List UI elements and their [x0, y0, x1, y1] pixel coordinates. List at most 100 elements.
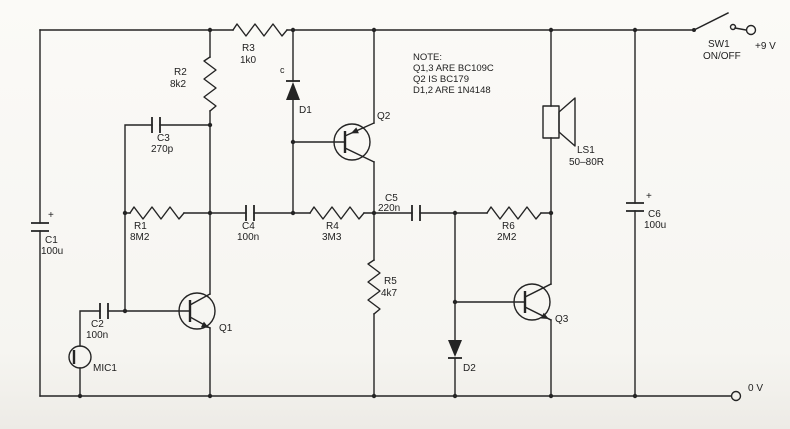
microphone-mic1: MIC1	[68, 345, 117, 374]
power-rails	[39, 29, 732, 397]
junction-dot	[207, 210, 213, 216]
transistor-q2-emitter-arrow	[350, 127, 359, 134]
junction-dot	[290, 139, 296, 145]
switch-output-wire	[734, 27, 747, 31]
note-heading: NOTE:	[413, 52, 442, 63]
resistor-r1: R1 8M2	[129, 206, 185, 243]
zero-volt-label: 0 V	[748, 383, 763, 394]
junction-dot	[290, 27, 296, 33]
r5-ref-label: R5	[384, 276, 397, 287]
sw1-mode-label: ON/OFF	[703, 51, 741, 62]
junction-dot	[632, 27, 638, 33]
r5-value-label: 4k7	[381, 288, 398, 299]
capacitor-c5-plates	[411, 205, 421, 221]
signal-wires	[79, 27, 747, 397]
switch-sw1-contact	[729, 23, 737, 31]
r1-value-label: 8M2	[130, 232, 150, 243]
r6-value-label: 2M2	[497, 232, 517, 243]
capacitor-c4: C4 100n	[237, 205, 259, 243]
c4-ref-label: C4	[242, 221, 255, 232]
junction-dots	[77, 27, 638, 399]
r1-ref-label: R1	[134, 221, 147, 232]
junction-dot	[452, 299, 458, 305]
capacitor-c2: C2 100n	[86, 303, 109, 341]
d1-ref-label: D1	[299, 105, 312, 116]
c6-polarity-label: +	[646, 191, 652, 202]
r6-ref-label: R6	[502, 221, 515, 232]
transistor-q1-emitter-arrow	[200, 321, 209, 328]
terminal-ground: 0 V	[730, 383, 763, 402]
c2-value-label: 100n	[86, 330, 108, 341]
mic-to-c2-wire	[79, 310, 191, 397]
q3-ref-label: Q3	[555, 314, 569, 325]
junction-dot	[452, 393, 458, 399]
speaker-ls1-driver	[542, 105, 560, 139]
d1-cathode-mark-label: c	[280, 65, 285, 75]
capacitor-c3-plates	[151, 117, 161, 133]
c5-ref-label: C5	[385, 193, 398, 204]
resistor-r5-symbol	[367, 259, 381, 315]
c6-ref-label: C6	[648, 209, 661, 220]
c2-ref-label: C2	[91, 319, 104, 330]
resistor-r1-symbol	[129, 206, 185, 220]
transistor-q2-collector-lead	[344, 147, 375, 163]
c3-value-label: 270p	[151, 144, 174, 155]
r2-ref-label: R2	[174, 67, 187, 78]
resistor-r5: R5 4k7	[367, 259, 398, 315]
microphone-mic1-body	[68, 345, 92, 369]
switch-sw1-blade	[693, 12, 729, 31]
sw1-ref-label: SW1	[708, 39, 730, 50]
zero-volt-terminal-circle	[730, 390, 742, 402]
transistor-q3: Q3	[513, 283, 569, 325]
q1-ref-label: Q1	[219, 323, 233, 334]
capacitor-c1-plates	[31, 222, 49, 232]
r2-value-label: 8k2	[170, 79, 187, 90]
junction-dot	[122, 308, 128, 314]
capacitor-c6: + C6 100u	[626, 191, 666, 231]
c4-value-label: 100n	[237, 232, 259, 243]
transistor-q1-collector-lead	[189, 293, 211, 306]
junction-dot	[371, 27, 377, 33]
transistor-q2-emitter-lead	[344, 122, 375, 137]
junction-dot	[122, 210, 128, 216]
plus9v-label: +9 V	[755, 41, 776, 52]
junction-dot	[371, 393, 377, 399]
capacitor-c3: C3 270p	[151, 117, 174, 155]
transistor-q3-emitter-arrow	[540, 312, 549, 319]
note-block: NOTE: Q1,3 ARE BC109C Q2 IS BC179 D1,2 A…	[413, 52, 494, 96]
capacitor-c6-plates	[626, 202, 644, 212]
note-line-2: Q2 IS BC179	[413, 74, 469, 85]
resistor-r2: R2 8k2	[170, 56, 217, 112]
terminal-positive: +9 V	[745, 24, 776, 52]
transistor-q1-body	[178, 292, 216, 330]
speaker-ls1-cone	[558, 97, 576, 147]
junction-dot	[632, 393, 638, 399]
note-line-1: Q1,3 ARE BC109C	[413, 63, 494, 74]
junction-dot	[207, 27, 213, 33]
junction-dot	[207, 393, 213, 399]
c1-polarity-label: +	[48, 210, 54, 221]
junction-dot	[207, 122, 213, 128]
diode-d2-anode-triangle	[448, 340, 462, 357]
speaker-ls1: LS1 50–80R	[542, 97, 604, 168]
ls1-value-label: 50–80R	[569, 157, 604, 168]
junction-dot	[371, 210, 377, 216]
junction-dot	[452, 210, 458, 216]
capacitor-c5: C5 220n	[378, 193, 421, 221]
transistor-q3-body	[513, 283, 551, 321]
resistor-r4-symbol	[309, 206, 365, 220]
note-line-3: D1,2 ARE 1N4148	[413, 85, 491, 96]
transistor-q2: Q2	[333, 111, 391, 163]
bus-q1-base	[124, 124, 211, 312]
resistor-r2-symbol	[203, 56, 217, 112]
resistor-r6: R6 2M2	[486, 206, 542, 243]
mic1-ref-label: MIC1	[93, 363, 117, 374]
junction-dot	[290, 210, 296, 216]
c3-ref-label: C3	[157, 133, 170, 144]
c5-value-label: 220n	[378, 203, 400, 214]
resistor-r4: R4 3M3	[309, 206, 365, 243]
capacitor-c2-plates	[99, 303, 109, 319]
capacitor-c4-plates	[245, 205, 255, 221]
switch-sw1: SW1 ON/OFF	[692, 12, 741, 62]
